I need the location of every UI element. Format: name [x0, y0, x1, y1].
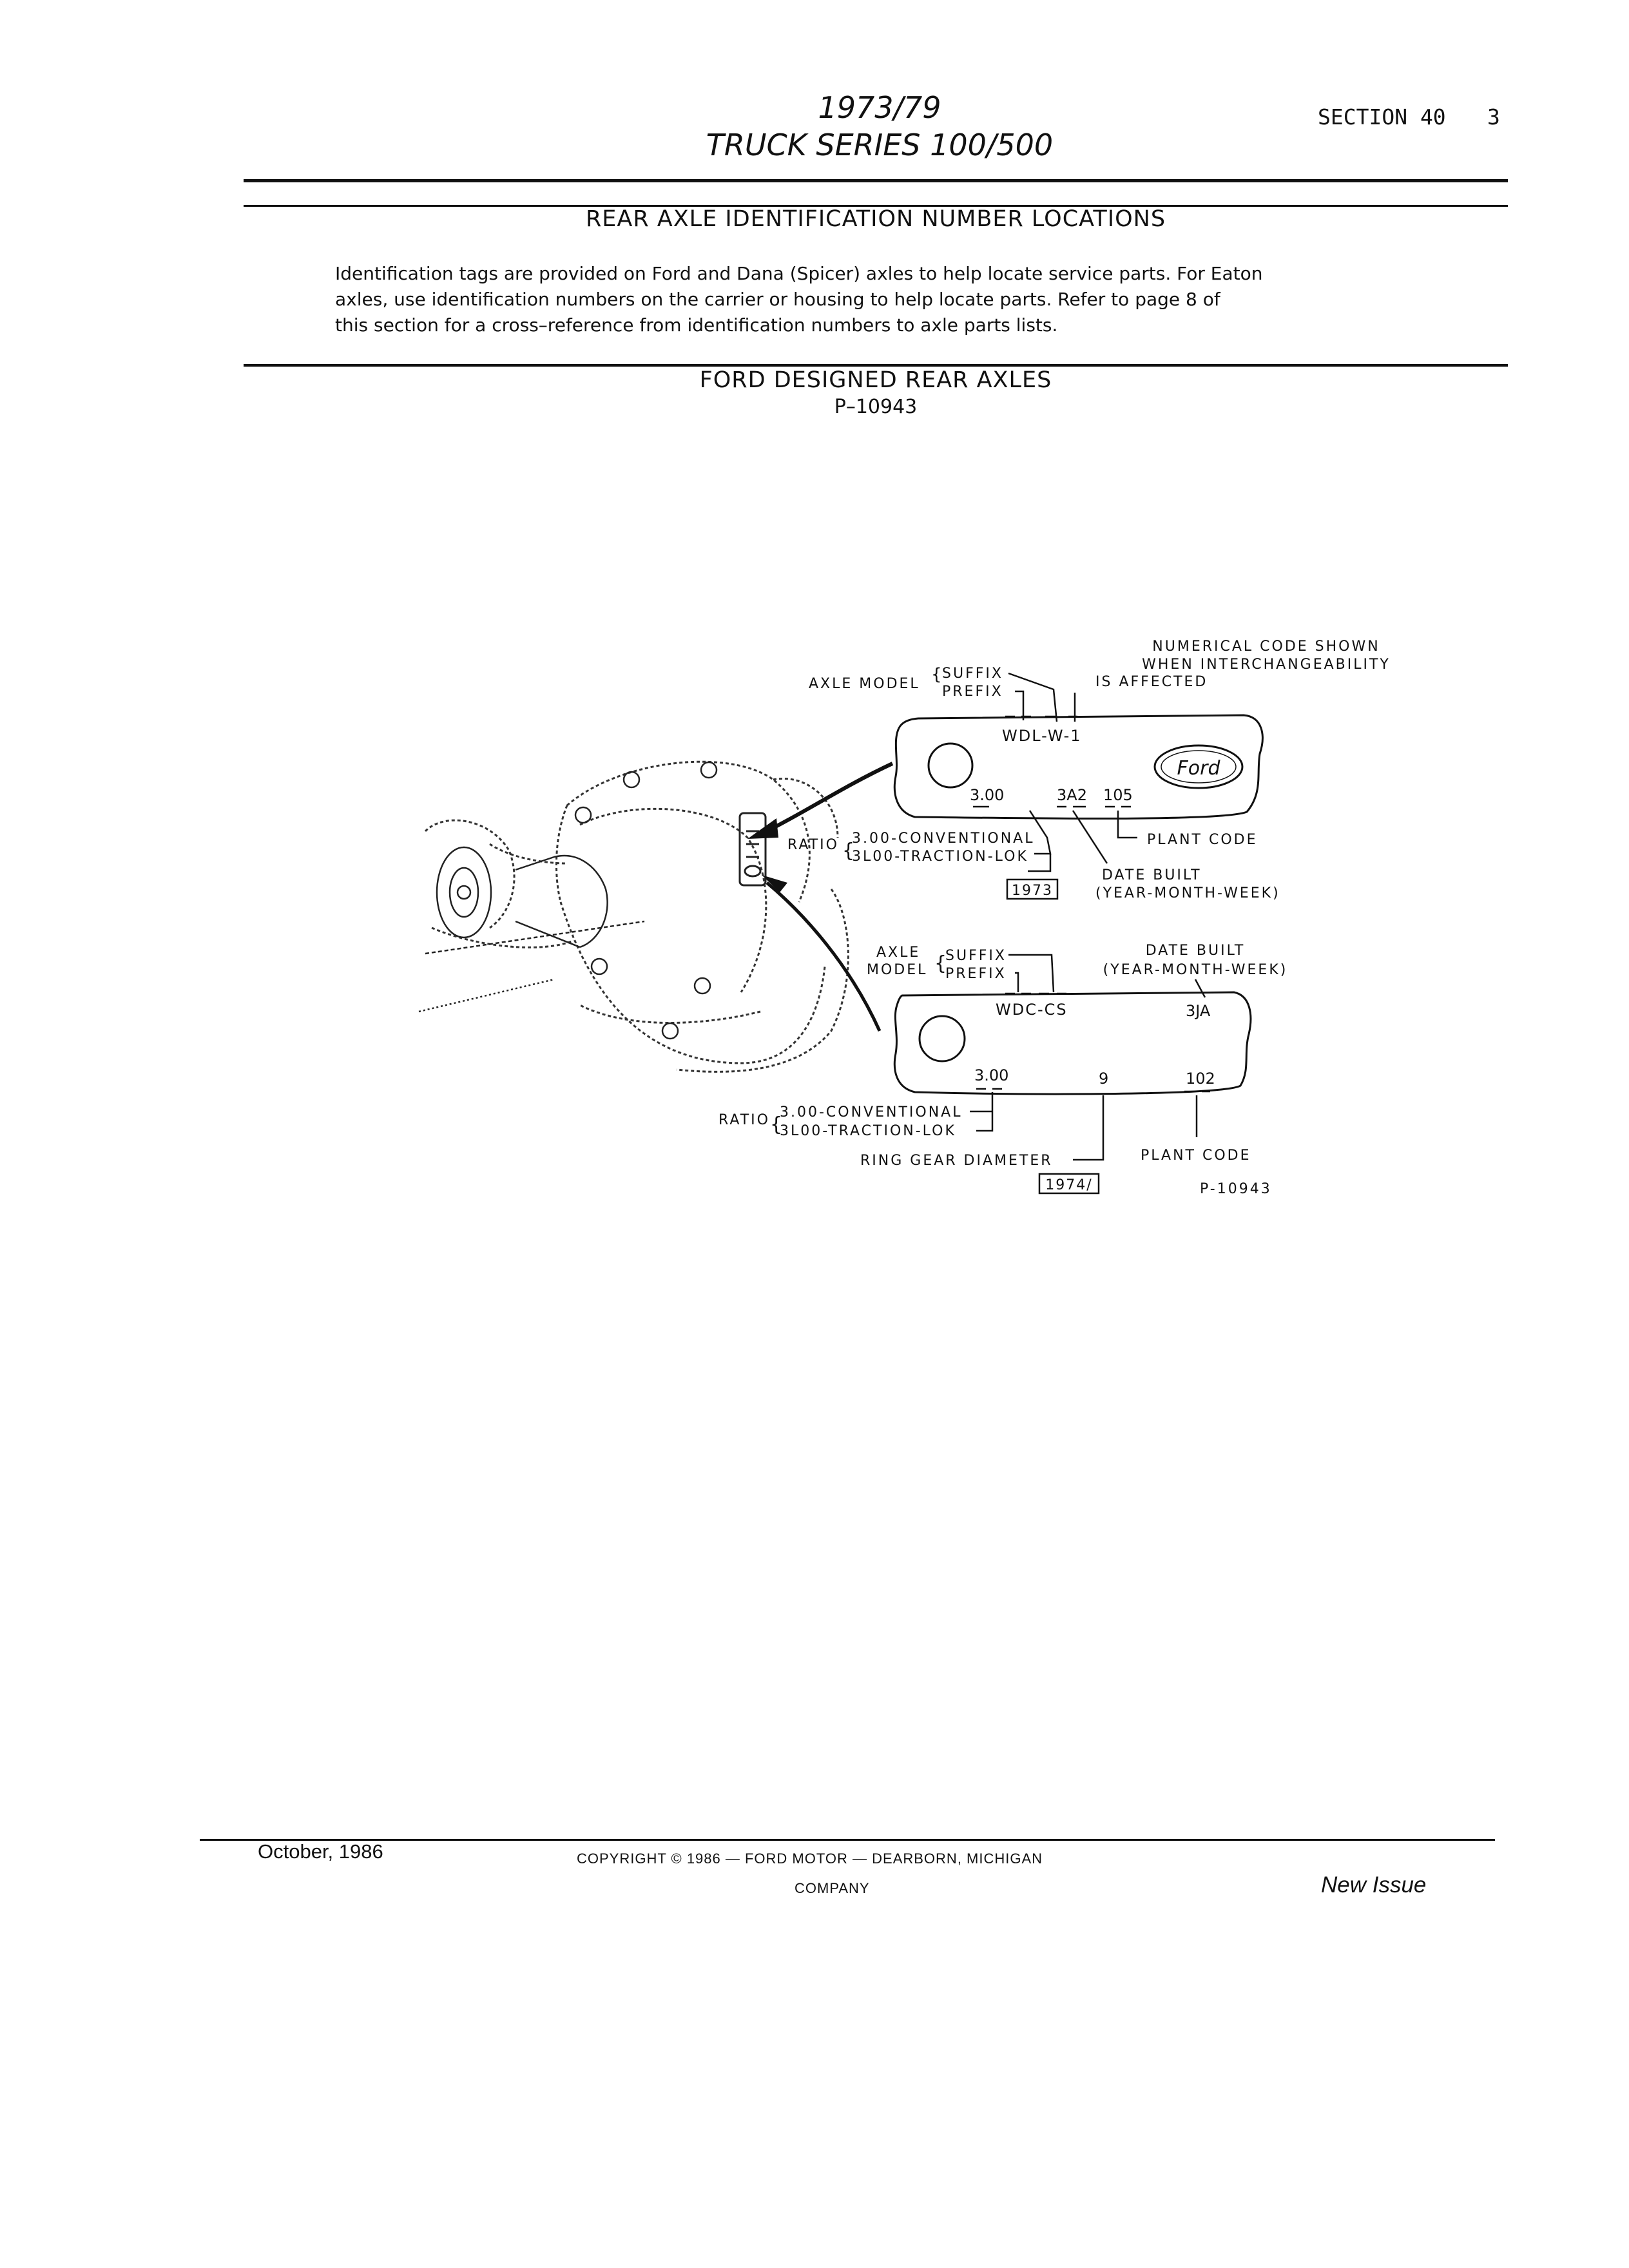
sub-heading: FORD DESIGNED REAR AXLES — [699, 367, 1052, 393]
housing-bolts — [574, 761, 718, 1040]
housing-tag — [738, 812, 767, 887]
tag-2-mounting-hole — [918, 1015, 966, 1062]
tag-1-plate — [893, 714, 1264, 820]
footer-issue: New Issue — [1321, 1872, 1427, 1898]
prefix-label: PREFIX — [942, 684, 1003, 700]
ford-logo-icon — [1153, 744, 1244, 789]
heading-rule — [244, 205, 1508, 207]
tag-1-ratio-value: 3.00 — [970, 786, 1004, 804]
tag-1-date-built-label: DATE BUILT — [1102, 867, 1202, 883]
tag-1-mounting-hole — [927, 742, 974, 789]
intro-line: this section for a cross–reference from … — [335, 314, 1058, 336]
footer-copyright: COPYRIGHT © 1986 — FORD MOTOR — DEARBORN… — [577, 1850, 1043, 1867]
axle-model-label: AXLE MODEL — [809, 676, 920, 692]
tag-2-ratio-conventional: 3.00-CONVENTIONAL — [780, 1104, 962, 1120]
tag-1-year-box — [1006, 878, 1059, 900]
tag-1-date-value: 3A2 — [1057, 786, 1087, 804]
brace: { — [931, 665, 942, 684]
axle-shaft-drawing — [418, 846, 645, 1013]
intro-paragraph: Identification tags are provided on Ford… — [335, 261, 1302, 338]
arrow-to-tag-2 — [766, 881, 882, 1032]
numerical-code-line-2: WHEN INTERCHANGEABILITY — [1142, 657, 1391, 673]
tag-2-plate — [893, 991, 1252, 1095]
tag-1-date-format: (YEAR-MONTH-WEEK) — [1095, 885, 1280, 901]
tag-1: NUMERICAL CODE SHOWN WHEN INTERCHANGEABI… — [787, 639, 1391, 901]
page-number: 3 — [1487, 104, 1500, 130]
tag-2-year-box — [1038, 1173, 1100, 1195]
tag-2-plant-value: 102 — [1186, 1070, 1215, 1088]
intro-line: Identification tags are provided on Ford… — [335, 263, 1263, 284]
tag-2-date-format: (YEAR-MONTH-WEEK) — [1103, 962, 1288, 978]
section-rule — [244, 364, 1508, 367]
brace: { — [770, 1113, 782, 1136]
brace: { — [934, 952, 947, 975]
tag-1-leaders — [1005, 672, 1077, 722]
ford-logo-inner-icon — [1161, 750, 1237, 783]
tag-2-axle-label: AXLE — [876, 945, 920, 961]
tag-2-suffix-label: SUFFIX — [945, 948, 1007, 964]
title-line-1: 1973/79 — [818, 90, 941, 125]
main-heading: REAR AXLE IDENTIFICATION NUMBER LOCATION… — [585, 206, 1166, 232]
tag-2-ratio-label: RATIO — [718, 1112, 770, 1128]
tag-1-ratio-tractionlok: 3L00-TRACTION-LOK — [852, 849, 1028, 865]
tag-1-ratio-label: RATIO — [787, 837, 839, 853]
tag-2-lower-leaders — [970, 1088, 1210, 1161]
tag-2-ring-value: 9 — [1099, 1070, 1108, 1088]
tag-2-date-built-label: DATE BUILT — [1146, 943, 1246, 959]
tag-2-ratio-tractionlok: 3L00-TRACTION-LOK — [780, 1123, 956, 1139]
figure-reference: P–10943 — [834, 396, 918, 418]
arrowhead-tag-1 — [747, 818, 778, 839]
numerical-code-line-1: NUMERICAL CODE SHOWN — [1152, 639, 1380, 655]
numerical-code-line-3: IS AFFECTED — [1095, 674, 1208, 690]
tag-2-date-value: 3JA — [1186, 1002, 1211, 1020]
tag-1-plant-value: 105 — [1103, 786, 1133, 804]
arrow-to-tag-1 — [766, 762, 894, 833]
suffix-label: SUFFIX — [942, 666, 1003, 682]
tag-2-ring-gear-label: RING GEAR DIAMETER — [860, 1153, 1053, 1169]
section-label: SECTION 40 — [1318, 104, 1446, 130]
tag-2-plant-code-label: PLANT CODE — [1141, 1148, 1251, 1164]
tag-2-model-label: MODEL — [867, 962, 927, 978]
footer-company: COMPANY — [795, 1880, 870, 1896]
tag-1-lower-leaders — [973, 805, 1137, 872]
header-rule — [244, 179, 1508, 182]
tag-1-ratio-conventional: 3.00-CONVENTIONAL — [852, 831, 1034, 847]
tag-2-model-code: WDC-CS — [996, 1001, 1068, 1019]
tag-2-ratio-value: 3.00 — [974, 1066, 1008, 1084]
tag-1-plant-code-label: PLANT CODE — [1147, 832, 1258, 848]
tag-1-model-code: WDL-W-1 — [1002, 727, 1082, 745]
figure-number: P-10943 — [1200, 1181, 1272, 1197]
footer-rule — [200, 1839, 1495, 1841]
brace: { — [842, 840, 854, 862]
tag-2-prefix-label: PREFIX — [945, 966, 1007, 982]
intro-line: axles, use identification numbers on the… — [335, 289, 1220, 310]
tag-1-year-text: 1973 — [1012, 883, 1053, 899]
arrowhead-tag-2 — [762, 875, 787, 892]
axle-housing-drawing — [424, 760, 849, 1073]
title-line-2: TRUCK SERIES 100/500 — [706, 128, 1054, 162]
ford-logo-text: Ford — [1177, 757, 1221, 780]
footer-date: October, 1986 — [258, 1840, 383, 1863]
tag-2-year-text: 1974/ — [1045, 1177, 1092, 1193]
tag-2: AXLE MODEL { SUFFIX PREFIX DATE BUILT (Y… — [718, 943, 1288, 1197]
